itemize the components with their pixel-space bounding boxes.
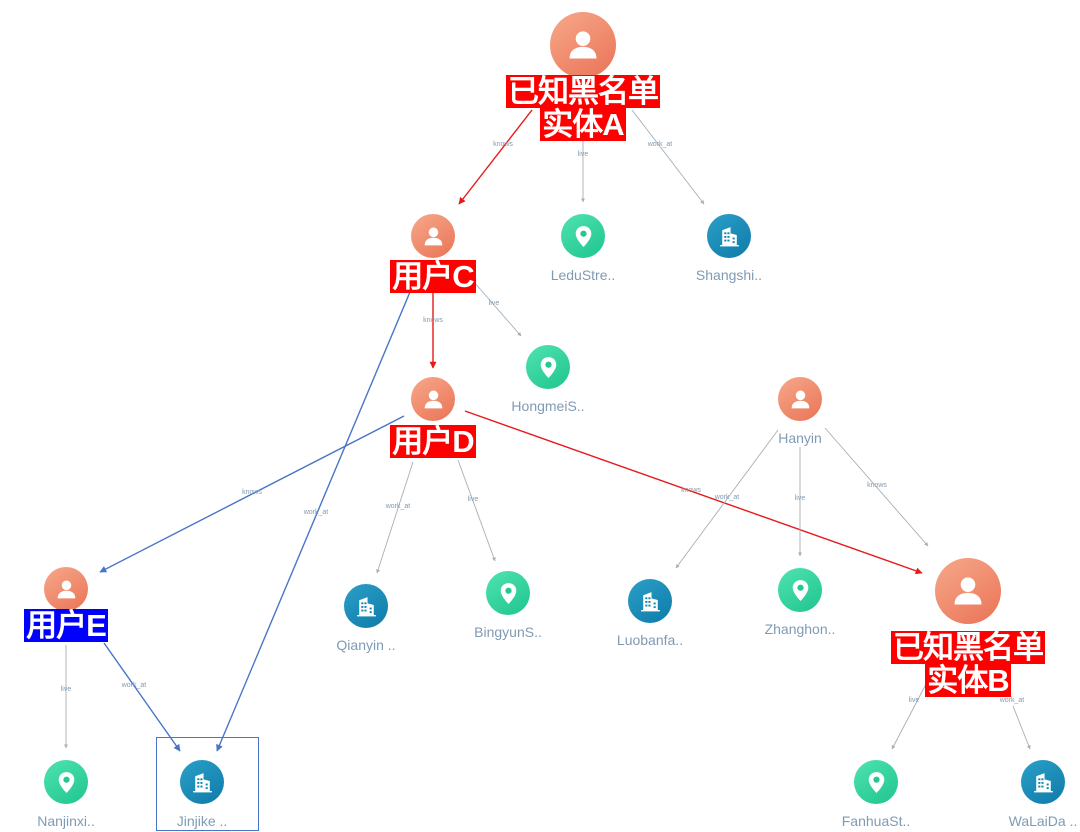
node-caption: HongmeiS..: [511, 398, 585, 414]
node-label-line: 已知黑名单: [506, 74, 660, 109]
building-icon: [1033, 772, 1053, 792]
person-icon: [424, 227, 442, 245]
node-highlight-label: 用户C: [313, 260, 553, 293]
building-icon: [640, 591, 660, 611]
person-icon: [954, 577, 982, 605]
node-caption: LeduStre..: [550, 267, 616, 283]
node-caption: Shangshi..: [695, 267, 763, 283]
person-icon: [57, 580, 75, 598]
node-label-line: 已知黑名单: [891, 630, 1045, 665]
node-label-line: 实体B: [925, 663, 1011, 698]
edge-label: knows: [242, 489, 262, 496]
selection-box: [156, 737, 259, 831]
node-caption: Hanyin: [778, 430, 822, 446]
edge-hanyin-luobanfa[interactable]: [675, 429, 779, 569]
edge-label: knows: [423, 317, 443, 324]
building-icon: [192, 772, 212, 792]
company-node-circle[interactable]: [344, 584, 388, 628]
edge-label: live: [578, 151, 589, 158]
edge-entity-b-walaida[interactable]: [1012, 705, 1031, 750]
edge-entity-a-user-c[interactable]: [458, 109, 533, 205]
location-node-circle[interactable]: [44, 760, 88, 804]
edge-label: work_at: [999, 697, 1025, 704]
node-caption: Zhanghon..: [764, 621, 836, 637]
person-node-circle[interactable]: [550, 12, 616, 78]
person-node-circle[interactable]: [411, 377, 455, 421]
edge-label: live: [795, 495, 806, 502]
node-caption: FanhuaSt..: [841, 813, 911, 829]
edge-user-c-hongmeis[interactable]: [473, 281, 522, 337]
edge-entity-a-shangshi[interactable]: [631, 109, 705, 205]
location-pin-icon: [792, 579, 808, 601]
company-node-circle[interactable]: [1021, 760, 1065, 804]
node-highlight-label: 用户E: [0, 609, 186, 642]
edge-label: work_at: [121, 682, 147, 689]
edge-label: knows: [681, 487, 701, 494]
edge-label: live: [61, 686, 72, 693]
edge-user-e-jinjike[interactable]: [103, 642, 181, 752]
edge-label: work_at: [385, 503, 411, 510]
location-pin-icon: [540, 356, 556, 378]
edge-label: knows: [493, 141, 513, 148]
node-highlight-label: 已知黑名单实体B: [848, 631, 1080, 697]
person-icon: [424, 390, 442, 408]
edge-user-d-entity-b[interactable]: [464, 410, 923, 575]
edge-label: work_at: [303, 509, 329, 516]
node-caption: Nanjinxi..: [37, 813, 95, 829]
person-node-circle[interactable]: [778, 377, 822, 421]
location-node-circle[interactable]: [561, 214, 605, 258]
node-highlight-label: 已知黑名单实体A: [463, 75, 703, 141]
node-caption: BingyunS..: [474, 624, 542, 640]
location-pin-icon: [575, 225, 591, 247]
edge-label: live: [468, 496, 479, 503]
person-icon: [569, 31, 597, 59]
location-pin-icon: [58, 771, 74, 793]
location-node-circle[interactable]: [778, 568, 822, 612]
company-node-circle[interactable]: [707, 214, 751, 258]
location-node-circle[interactable]: [526, 345, 570, 389]
edge-hanyin-entity-b[interactable]: [824, 427, 929, 547]
edge-label: work_at: [647, 141, 673, 148]
edge-user-d-user-e[interactable]: [99, 415, 405, 573]
edge-label: knows: [867, 482, 887, 489]
node-highlight-label: 用户D: [313, 425, 553, 458]
edge-user-c-jinjike[interactable]: [216, 291, 411, 752]
edge-user-d-qianyin[interactable]: [376, 461, 414, 574]
company-node-circle[interactable]: [180, 760, 224, 804]
edge-user-d-bingyuns[interactable]: [457, 459, 496, 562]
location-pin-icon: [500, 582, 516, 604]
node-caption: Qianyin ..: [336, 637, 396, 653]
node-caption: Luobanfa..: [616, 632, 684, 648]
building-icon: [356, 596, 376, 616]
person-icon: [791, 390, 809, 408]
node-label-line: 实体A: [540, 107, 626, 142]
person-node-circle[interactable]: [935, 558, 1001, 624]
location-pin-icon: [868, 771, 884, 793]
building-icon: [719, 226, 739, 246]
person-node-circle[interactable]: [44, 567, 88, 611]
location-node-circle[interactable]: [854, 760, 898, 804]
node-label-line: 用户E: [24, 608, 108, 643]
company-node-circle[interactable]: [628, 579, 672, 623]
edge-label: live: [489, 300, 500, 307]
node-label-line: 用户D: [390, 424, 476, 459]
person-node-circle[interactable]: [411, 214, 455, 258]
node-caption: Jinjike ..: [176, 813, 228, 829]
node-label-line: 用户C: [390, 259, 476, 294]
node-caption: WaLaiDa ..: [1008, 813, 1078, 829]
edge-label: work_at: [714, 494, 740, 501]
location-node-circle[interactable]: [486, 571, 530, 615]
edge-label: live: [909, 697, 920, 704]
